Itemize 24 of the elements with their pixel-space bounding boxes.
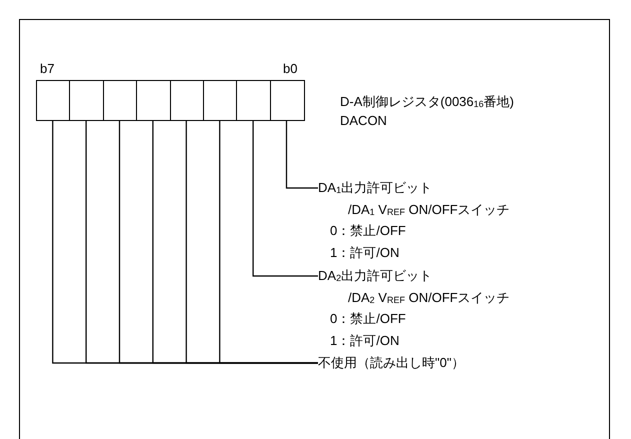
leader-line — [286, 121, 318, 189]
register-name: D-A制御レジスタ(0036$_{16}$番地) — [340, 94, 514, 111]
bit-cell — [203, 80, 238, 121]
bit-name: DA$_{2}$出力許可ビット — [318, 268, 432, 285]
bit-cell — [170, 80, 204, 121]
bit-cell — [69, 80, 104, 121]
leader-line — [252, 121, 318, 277]
bit-cell — [102, 80, 138, 121]
bit-description: /DA$_{1}$ V$_{REF}$ ON/OFFスイッチ — [348, 202, 510, 219]
bit-cell — [136, 80, 172, 121]
bit-description: 0：禁止/OFF — [330, 223, 406, 239]
bit-cell — [270, 80, 305, 121]
bit-label: b0 — [283, 61, 298, 77]
bit-cell — [36, 80, 71, 121]
bit-description: 1：許可/ON — [330, 333, 400, 349]
register-symbol: DACON — [340, 113, 387, 129]
bit-description: 1：許可/ON — [330, 245, 400, 261]
leader-line — [219, 121, 318, 364]
bit-description: 不使用（読み出し時"0"） — [318, 355, 464, 371]
bit-description: /DA$_{2}$ V$_{REF}$ ON/OFFスイッチ — [348, 290, 510, 307]
bit-description: 0：禁止/OFF — [330, 311, 406, 327]
bit-label: b7 — [40, 61, 54, 77]
bit-cell — [236, 80, 272, 121]
bit-name: DA$_{1}$出力許可ビット — [318, 180, 432, 197]
